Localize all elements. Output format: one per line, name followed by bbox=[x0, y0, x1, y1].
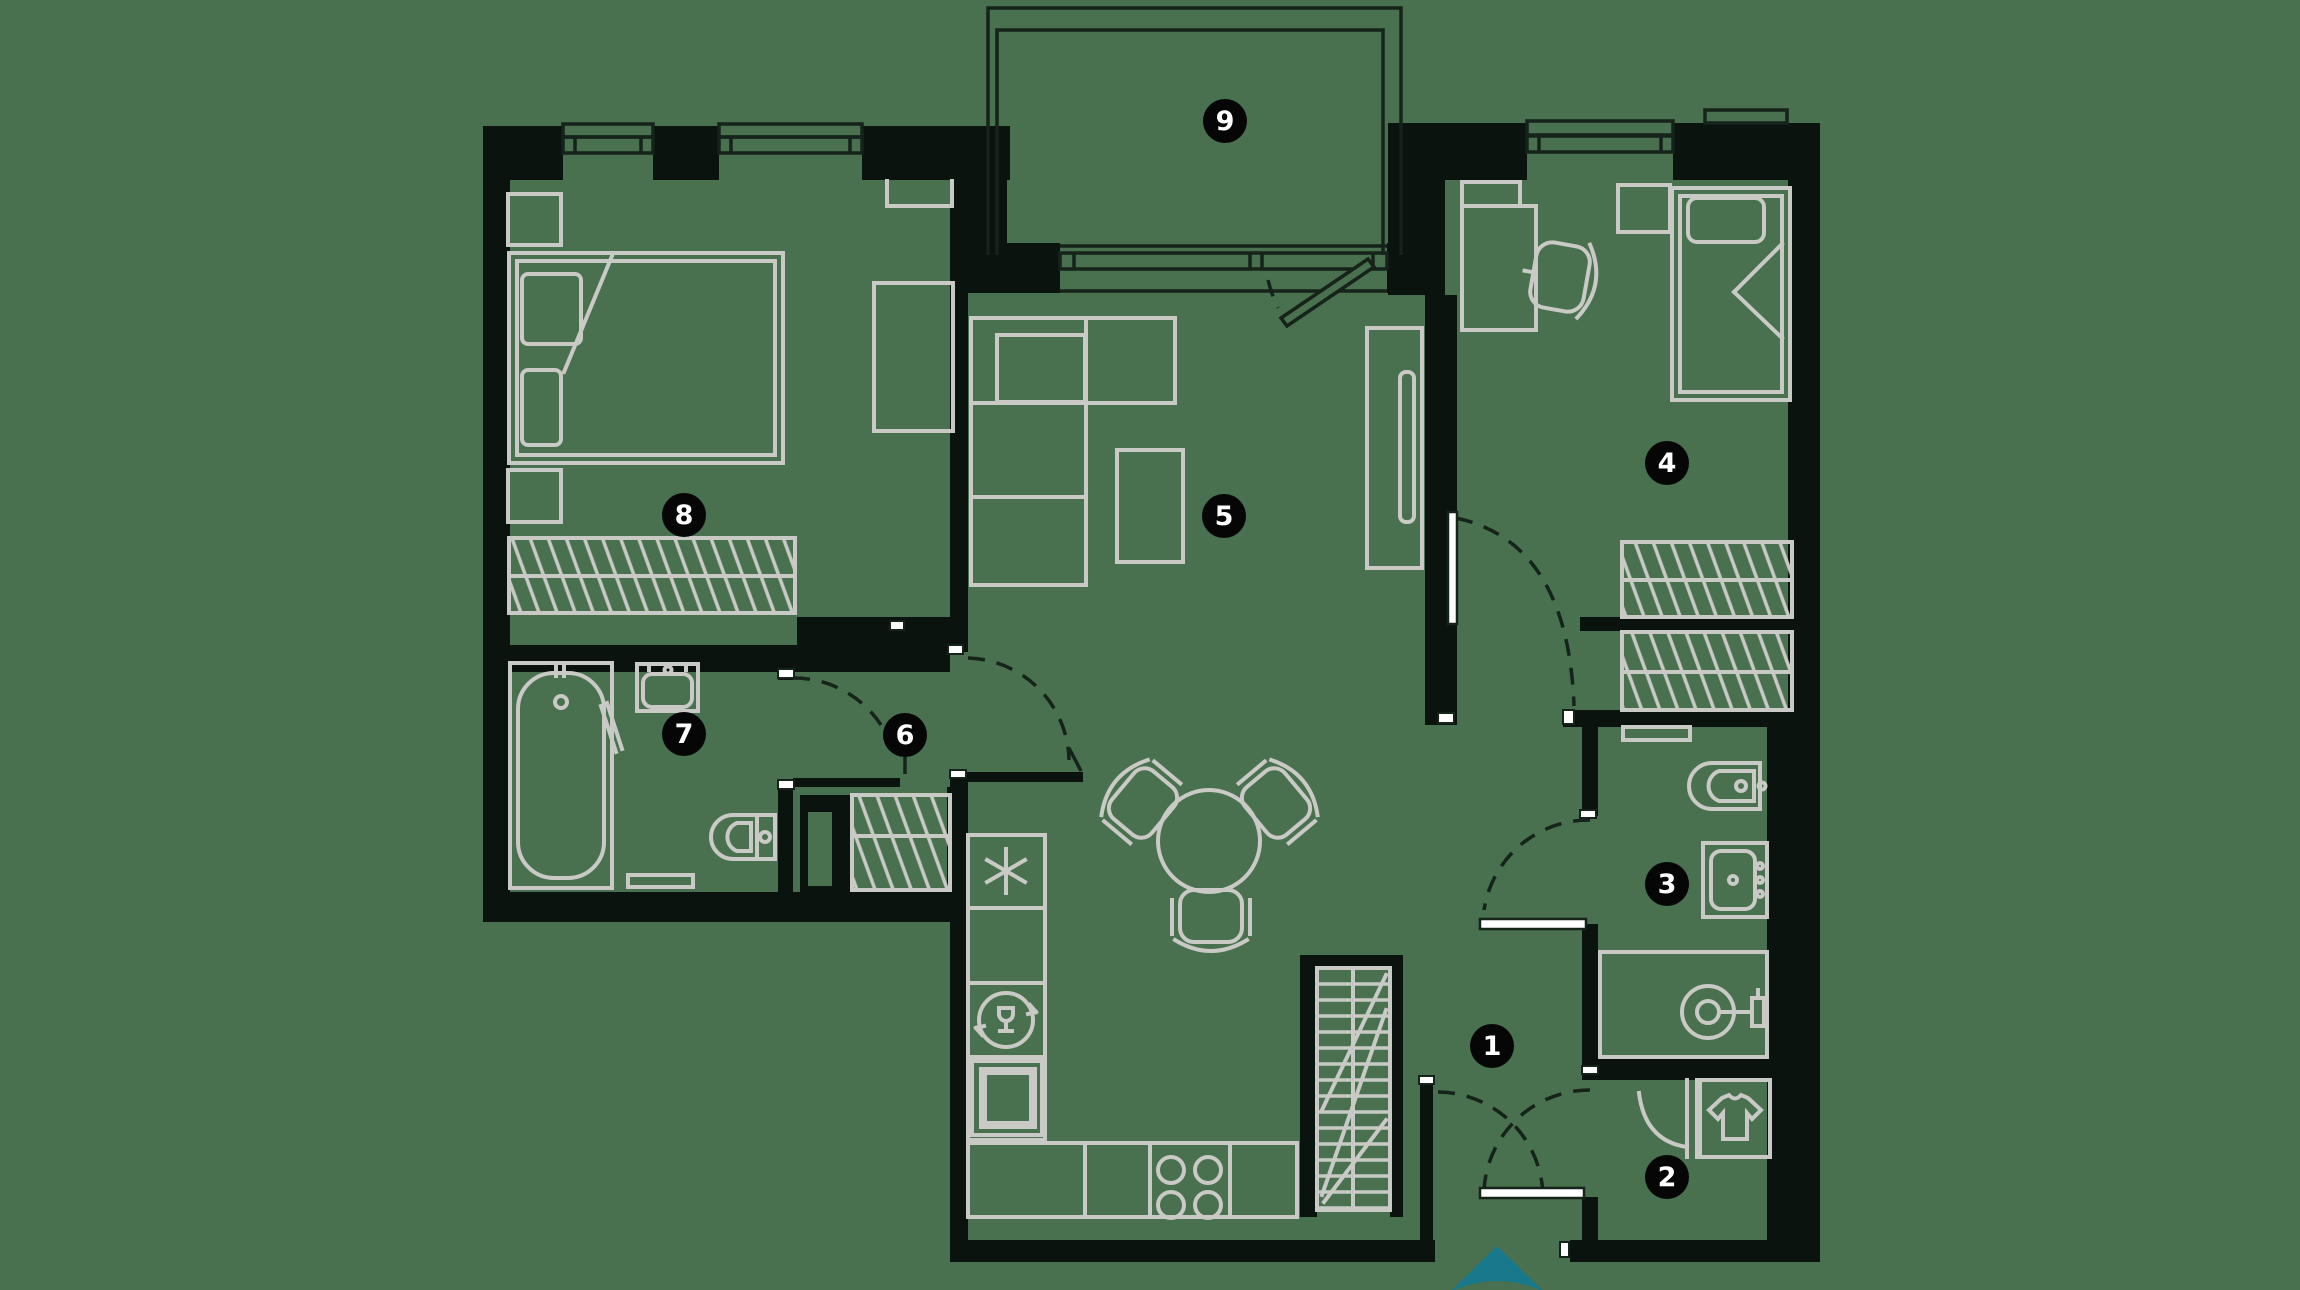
shelf-closet-hatch bbox=[1315, 966, 1392, 1212]
toilet-icon bbox=[709, 813, 777, 861]
double-bed bbox=[507, 251, 785, 465]
duct-inner bbox=[808, 812, 832, 886]
pillow bbox=[520, 368, 563, 447]
entrance-door-arc bbox=[1482, 1088, 1591, 1191]
corner-sofa bbox=[969, 316, 1177, 587]
fridge-snowflake-icon bbox=[984, 847, 1028, 895]
toilet-icon bbox=[1687, 761, 1768, 811]
room-badge-6: 6 bbox=[883, 713, 927, 757]
tv-panel bbox=[1365, 326, 1424, 570]
washbasin-icon bbox=[635, 662, 700, 713]
dining-chair bbox=[1099, 757, 1184, 846]
clothes-rail-hatch bbox=[507, 536, 797, 615]
bathtub-icon bbox=[508, 661, 625, 890]
window-bedroom1-left bbox=[561, 122, 655, 155]
hall-closet-hatch bbox=[850, 793, 952, 892]
dining-set bbox=[1099, 757, 1320, 953]
entrance-arrow bbox=[1452, 1246, 1542, 1290]
room-badge-2: 2 bbox=[1645, 1155, 1689, 1199]
wardrobe bbox=[872, 281, 955, 433]
blanket-fold bbox=[1731, 241, 1785, 295]
bedroom1-furniture bbox=[506, 179, 955, 615]
kitchen-counters bbox=[966, 833, 1299, 1220]
living-room-furniture bbox=[969, 316, 1424, 587]
nightstand bbox=[506, 468, 563, 524]
desk bbox=[1460, 204, 1538, 332]
t-shirt-icon bbox=[1706, 1092, 1764, 1141]
walls bbox=[483, 123, 1820, 1262]
kitchen-sink-icon bbox=[970, 1059, 1044, 1137]
shower-screen bbox=[598, 703, 619, 755]
room-badge-1: 1 bbox=[1470, 1024, 1514, 1068]
shower-tray-icon bbox=[1598, 950, 1769, 1059]
coffee-table bbox=[1115, 448, 1185, 564]
bedroom2-door-leaf bbox=[1446, 510, 1459, 626]
balcony-railing bbox=[986, 6, 1403, 255]
dishwasher-icon bbox=[973, 991, 1039, 1049]
door-swing bbox=[1636, 1090, 1690, 1150]
exterior-ledge bbox=[1703, 108, 1789, 125]
nightstand bbox=[1616, 183, 1672, 234]
bathroom1-door-leaf bbox=[1478, 917, 1588, 931]
room-badge-9: 9 bbox=[1203, 99, 1247, 143]
shelf bbox=[1621, 725, 1692, 742]
pillow bbox=[1686, 196, 1766, 244]
window-bedroom2 bbox=[1525, 108, 1789, 154]
wall-niche bbox=[885, 179, 954, 208]
room-badge-7: 7 bbox=[662, 712, 706, 756]
nightstand bbox=[506, 192, 563, 247]
blanket-fold bbox=[1731, 289, 1785, 341]
bedroom2-door-arc bbox=[1455, 516, 1576, 707]
balcony-window-door bbox=[1058, 244, 1389, 329]
bathroom1-fixtures bbox=[1598, 725, 1769, 1059]
t-shirt-frame bbox=[1698, 1078, 1772, 1159]
wardrobe-room bbox=[1636, 1078, 1772, 1159]
room-badge-4: 4 bbox=[1645, 441, 1689, 485]
door-jamb-ticks bbox=[777, 620, 1599, 1258]
bedroom2-furniture bbox=[1460, 180, 1794, 712]
arrow bbox=[1025, 1002, 1039, 1017]
room-badge-8: 8 bbox=[662, 493, 706, 537]
single-bed bbox=[1670, 186, 1792, 402]
clothes-rail-hatch bbox=[1620, 540, 1794, 619]
bathroom1-door-arc bbox=[1482, 818, 1591, 911]
bathroom2-fixtures bbox=[508, 661, 777, 890]
desk-chair bbox=[1522, 240, 1599, 321]
clothes-rail-hatch bbox=[1620, 630, 1794, 712]
bathroom2-door-arc bbox=[792, 676, 895, 751]
stove-burners-icon bbox=[1156, 1155, 1223, 1220]
door-leaf-line bbox=[1067, 747, 1083, 772]
dining-chair bbox=[1235, 757, 1320, 846]
window-bedroom1-right bbox=[717, 122, 864, 155]
entrance-door-leaf bbox=[1478, 1186, 1586, 1200]
arrow bbox=[973, 1023, 987, 1038]
door-swing-arcs bbox=[792, 516, 1591, 1197]
dining-chair bbox=[1170, 888, 1252, 953]
shower-screen bbox=[604, 700, 625, 752]
open-balcony-door-leaf bbox=[1278, 256, 1377, 329]
blanket-fold bbox=[561, 253, 615, 375]
room-badge-3: 3 bbox=[1645, 862, 1689, 906]
entrance-door-arc bbox=[1437, 1090, 1545, 1197]
desk-shelf bbox=[1460, 180, 1522, 208]
bath-mat bbox=[626, 873, 695, 889]
bedroom1-door-arc bbox=[967, 656, 1071, 761]
pillow bbox=[520, 272, 583, 346]
room-badge-5: 5 bbox=[1202, 494, 1246, 538]
washbasin-icon bbox=[1701, 841, 1769, 919]
